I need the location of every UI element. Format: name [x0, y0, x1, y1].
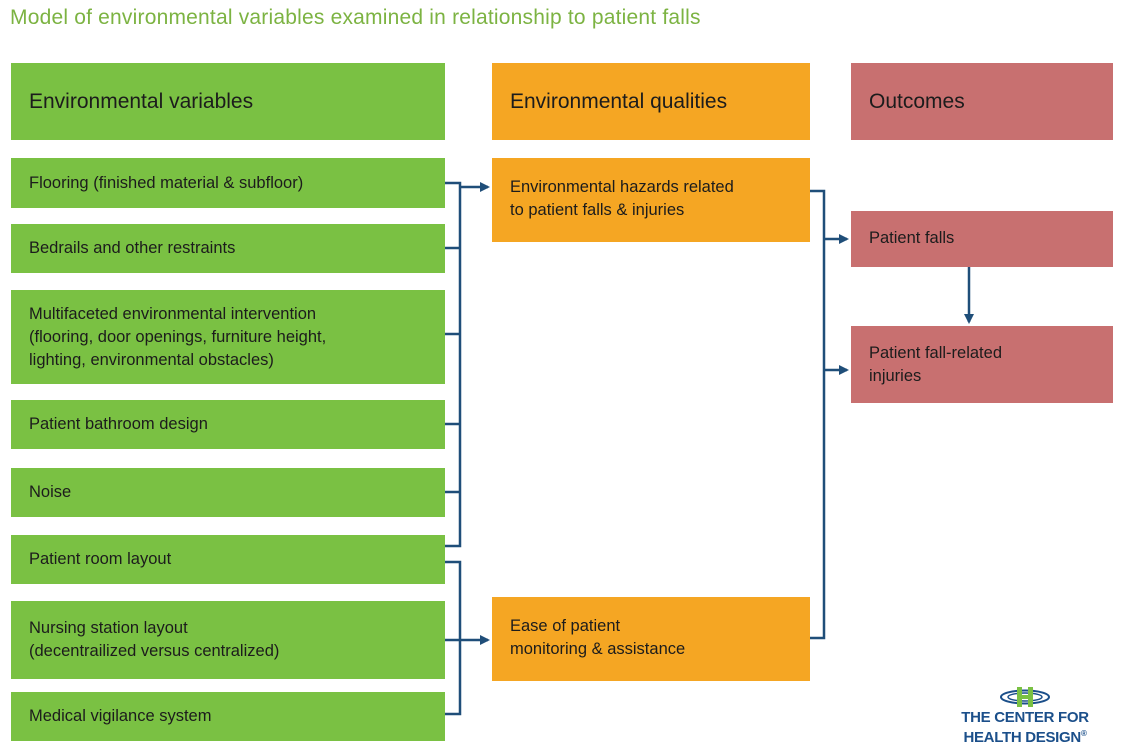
header-environmental-variables: Environmental variables [11, 63, 445, 140]
variable-room-layout: Patient room layout [11, 535, 445, 584]
variable-noise: Noise [11, 468, 445, 517]
logo-line-2: HEALTH DESIGN® [963, 729, 1087, 746]
variable-multifaceted-intervention: Multifaceted environmental intervention … [11, 290, 445, 384]
variable-nursing-station-layout: Nursing station layout (decentrailized v… [11, 601, 445, 679]
quality-hazards: Environmental hazards related to patient… [492, 158, 810, 242]
bracket-lower [445, 560, 462, 716]
variable-medical-vigilance: Medical vigilance system [11, 692, 445, 741]
logo-line-1: THE CENTER FOR [961, 709, 1089, 726]
variable-bedrails: Bedrails and other restraints [11, 224, 445, 273]
variable-bathroom-design: Patient bathroom design [11, 400, 445, 449]
outcome-patient-falls: Patient falls [851, 211, 1113, 267]
header-environmental-qualities: Environmental qualities [492, 63, 810, 140]
header-outcomes: Outcomes [851, 63, 1113, 140]
diagram-title: Model of environmental variables examine… [10, 6, 701, 29]
variable-flooring: Flooring (finished material & subfloor) [11, 158, 445, 208]
center-for-health-design-logo: THE CENTER FOR HEALTH DESIGN® [960, 686, 1090, 748]
bracket-qualities [810, 189, 826, 640]
outcome-fall-injuries: Patient fall-related injuries [851, 326, 1113, 403]
bracket-upper [445, 181, 462, 548]
logo-emblem-icon [1000, 687, 1050, 707]
quality-monitoring: Ease of patient monitoring & assistance [492, 597, 810, 681]
